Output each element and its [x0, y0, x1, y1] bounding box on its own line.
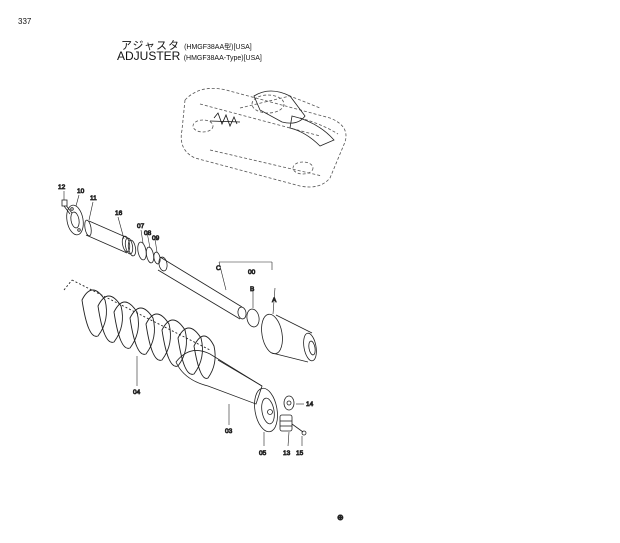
- part-spring: [63, 279, 216, 379]
- title-english: ADJUSTER (HMGF38AA-Type)[USA]: [117, 49, 262, 63]
- adjuster-location-spring: [209, 112, 241, 128]
- part-valve: [291, 423, 307, 436]
- callout-12: 12: [58, 184, 66, 191]
- part-fitting: [279, 414, 293, 432]
- part-bracket: [254, 387, 278, 433]
- callout-00: 00: [248, 269, 256, 276]
- part-seal-08: [145, 246, 155, 264]
- title-japanese-subtitle: (HMGF38AA型)[USA]: [184, 44, 252, 51]
- callout-14: 14: [306, 401, 314, 408]
- callout-11: 11: [90, 195, 97, 202]
- part-piston: [261, 313, 317, 363]
- part-small-ring: [84, 219, 92, 237]
- crawler-frame-solid: [253, 90, 335, 147]
- callout-03: 03: [225, 428, 233, 435]
- callout-15: 15: [296, 450, 304, 457]
- part-flange: [66, 204, 84, 236]
- title-japanese-text: アジャスタ: [121, 40, 181, 52]
- title-english-subtitle: (HMGF38AA-Type)[USA]: [183, 55, 262, 62]
- callout-08: 08: [144, 230, 152, 237]
- part-nut: [283, 395, 295, 411]
- part-spring-rod: [175, 350, 263, 405]
- callout-10: 10: [77, 188, 85, 195]
- callout-13: 13: [283, 450, 291, 457]
- title-japanese: アジャスタ (HMGF38AA型)[USA]: [121, 37, 252, 53]
- callout-16: 16: [115, 210, 123, 217]
- part-bolt: [61, 199, 73, 215]
- callout-A: A: [272, 297, 277, 304]
- part-seal-09: [153, 251, 161, 265]
- callout-05: 05: [259, 450, 267, 457]
- footer-mark: ⊕: [337, 513, 344, 522]
- part-rod: [157, 256, 247, 320]
- part-seal-07: [137, 241, 147, 261]
- callout-B: B: [250, 286, 254, 293]
- callout-C: C: [216, 265, 221, 272]
- part-cylinder: [85, 220, 137, 257]
- callout-09: 09: [152, 235, 160, 242]
- part-oring-b: [246, 308, 260, 328]
- leader-lines: [63, 191, 304, 447]
- callout-04: 04: [133, 389, 141, 396]
- crawler-frame-sketch: [180, 87, 347, 188]
- callout-07: 07: [137, 223, 145, 230]
- page-number: 337: [18, 17, 32, 26]
- title-english-text: ADJUSTER: [117, 49, 181, 63]
